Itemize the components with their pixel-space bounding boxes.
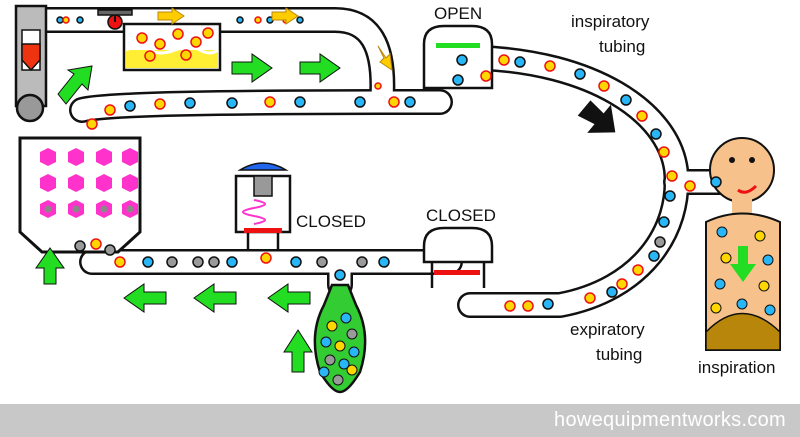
flowmeter (14, 4, 48, 123)
phase-label: inspiration (698, 358, 776, 377)
co2-absorber (18, 136, 142, 254)
footer-credit: howequipmentworks.com (554, 409, 786, 431)
expiratory-tubing-label-line2: tubing (596, 345, 643, 364)
open-valve-label: OPEN (434, 4, 483, 23)
fresh-gas-arrows (157, 7, 393, 72)
inspiratory-tubing-label-line1: inspiratory (571, 12, 650, 31)
reservoir-bag (313, 283, 367, 394)
expiratory-tubing-label-line1: expiratory (570, 320, 645, 339)
inspiratory-tubing-label-line2: tubing (599, 37, 646, 56)
closed-valve-label-right: CLOSED (426, 206, 496, 225)
patient (705, 137, 781, 351)
expiratory-valve (422, 226, 494, 288)
flow-arrows (35, 53, 341, 373)
apl-valve (234, 162, 292, 250)
footer-bar: howequipmentworks.com (0, 404, 800, 437)
vaporiser (97, 9, 222, 72)
inspiratory-direction-arrow (577, 100, 616, 133)
closed-valve-label-left: CLOSED (296, 212, 366, 231)
